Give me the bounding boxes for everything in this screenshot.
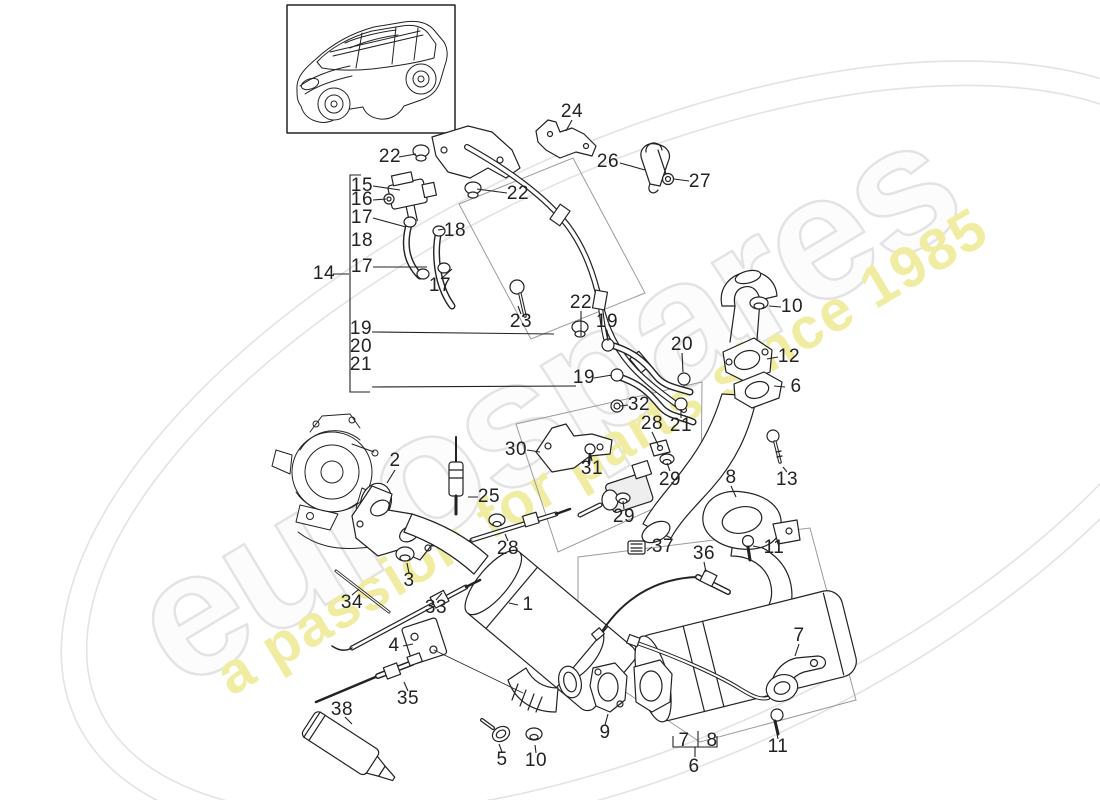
gasket-drawing [589,662,628,713]
sensors-and-hardware-drawing [301,569,543,782]
manifold-flange-drawing [351,482,489,575]
bracket-and-clamp-drawing [535,119,675,194]
temperature-sensor-drawing [448,436,506,528]
pipe-bundle-drawing [464,144,687,413]
car-illustration [296,20,448,123]
muffler-drawing [590,490,857,736]
vacuum-hoses-drawing [601,338,697,426]
leader-lines [333,119,800,757]
valve-bracket-drawing [297,399,675,549]
egr-duct-drawing [641,269,783,544]
